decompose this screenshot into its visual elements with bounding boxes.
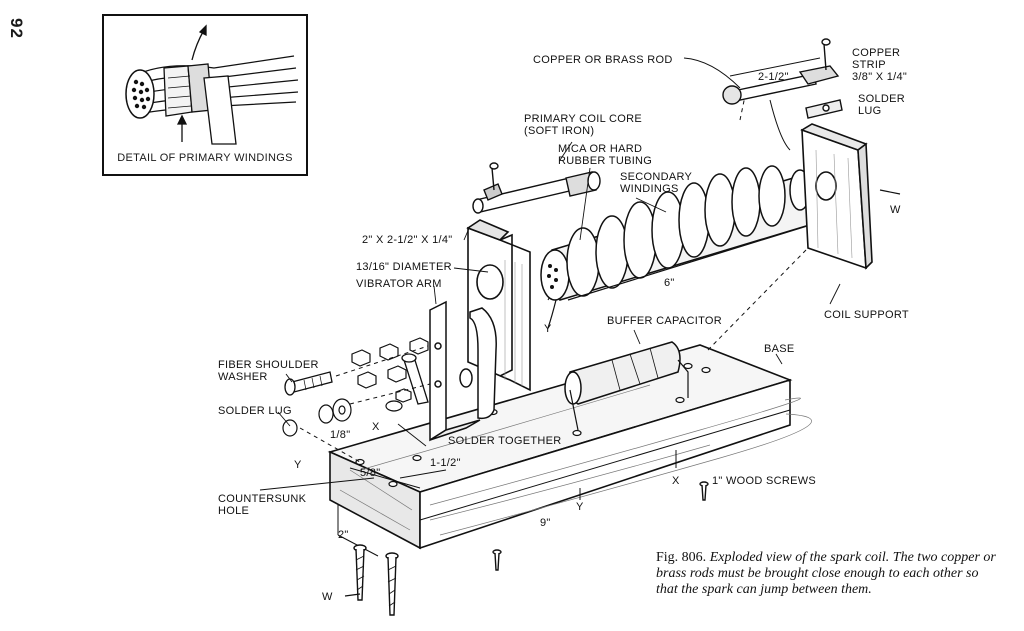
wood-grain <box>339 384 812 536</box>
label-y-core: Y <box>544 323 552 335</box>
label-secondary-1: SECONDARY <box>620 171 693 183</box>
detail-inset: DETAIL OF PRIMARY WINDINGS <box>102 14 308 176</box>
label-fiber-1: FIBER SHOULDER <box>218 359 319 371</box>
label-fiber-2: WASHER <box>218 371 268 383</box>
coil-leads <box>547 189 901 329</box>
hardware-nuts <box>282 337 429 437</box>
wood-screws <box>353 481 709 616</box>
label-copper-strip-2: STRIP <box>852 59 886 71</box>
label-base: BASE <box>764 343 795 355</box>
w-left-arrow <box>344 593 361 597</box>
label-primary-core-2: (SOFT IRON) <box>524 125 594 137</box>
long-screw <box>284 353 429 405</box>
label-dim-1-1-2: 1-1/2" <box>430 457 461 469</box>
primary-windings-detail-illustration <box>125 24 299 145</box>
label-solder-lug-top-2: LUG <box>858 105 882 117</box>
label-dim-1-8: 1/8" <box>330 429 350 441</box>
label-w-right: W <box>890 204 901 216</box>
label-countersunk-2: HOLE <box>218 505 249 517</box>
figure-caption: Fig. 806. Exploded view of the spark coi… <box>656 550 996 598</box>
label-secondary-2: WINDINGS <box>620 183 679 195</box>
label-w-left: W <box>322 591 333 603</box>
label-dim-5-8: 5/8" <box>360 467 380 479</box>
label-vibrator-arm: VIBRATOR ARM <box>356 278 442 290</box>
label-mica-2: RUBBER TUBING <box>558 155 652 167</box>
label-x-base: X <box>672 475 680 487</box>
long-screw-threads <box>303 375 323 391</box>
label-y-left: Y <box>294 459 302 471</box>
primary-core-rod <box>472 162 601 214</box>
leader-lines <box>259 141 841 491</box>
label-diameter: 13/16" DIAMETER <box>356 261 452 273</box>
figure-number: Fig. 806. <box>656 550 707 565</box>
right-coil-support <box>800 123 873 270</box>
label-solder-together: SOLDER TOGETHER <box>448 435 562 447</box>
label-dim-2-1-2: 2-1/2" <box>758 71 789 83</box>
figure-caption-text: Exploded view of the spark coil. The two… <box>656 550 996 597</box>
label-copper-rod: COPPER OR BRASS ROD <box>533 54 673 66</box>
block-grain <box>504 260 523 386</box>
label-solder-lug-left: SOLDER LUG <box>218 405 292 417</box>
label-copper-strip-3: 3/8" X 1/4" <box>852 71 907 83</box>
label-block-size: 2" X 2-1/2" X 1/4" <box>362 234 453 246</box>
core-wire-end <box>547 264 558 289</box>
capacitor-leads <box>569 359 689 431</box>
capacitor-bands <box>611 347 659 391</box>
support-grain <box>815 149 853 259</box>
label-dim-9: 9" <box>540 517 551 529</box>
label-copper-strip-1: COPPER <box>852 47 900 59</box>
base-board <box>327 344 793 550</box>
label-solder-lug-top-1: SOLDER <box>858 93 905 105</box>
vibrator-arm <box>429 300 497 442</box>
base-holes <box>355 362 711 488</box>
label-wood-screws: 1" WOOD SCREWS <box>712 475 816 487</box>
brass-rod-assembly <box>722 38 843 119</box>
screw-threads <box>355 555 397 607</box>
label-x-arm: X <box>372 421 380 433</box>
label-buffer-capacitor: BUFFER CAPACITOR <box>607 315 722 327</box>
label-countersunk-1: COUNTERSUNK <box>218 493 307 505</box>
label-mica-1: MICA OR HARD <box>558 143 642 155</box>
buffer-capacitor-body <box>564 341 681 405</box>
label-primary-core-1: PRIMARY COIL CORE <box>524 113 642 125</box>
label-dim-6: 6" <box>664 277 675 289</box>
top-dimension <box>683 57 821 151</box>
label-coil-support: COIL SUPPORT <box>824 309 909 321</box>
detail-caption: DETAIL OF PRIMARY WINDINGS <box>117 152 293 164</box>
label-dim-2: 2" <box>338 529 349 541</box>
label-y-base: Y <box>576 501 584 513</box>
